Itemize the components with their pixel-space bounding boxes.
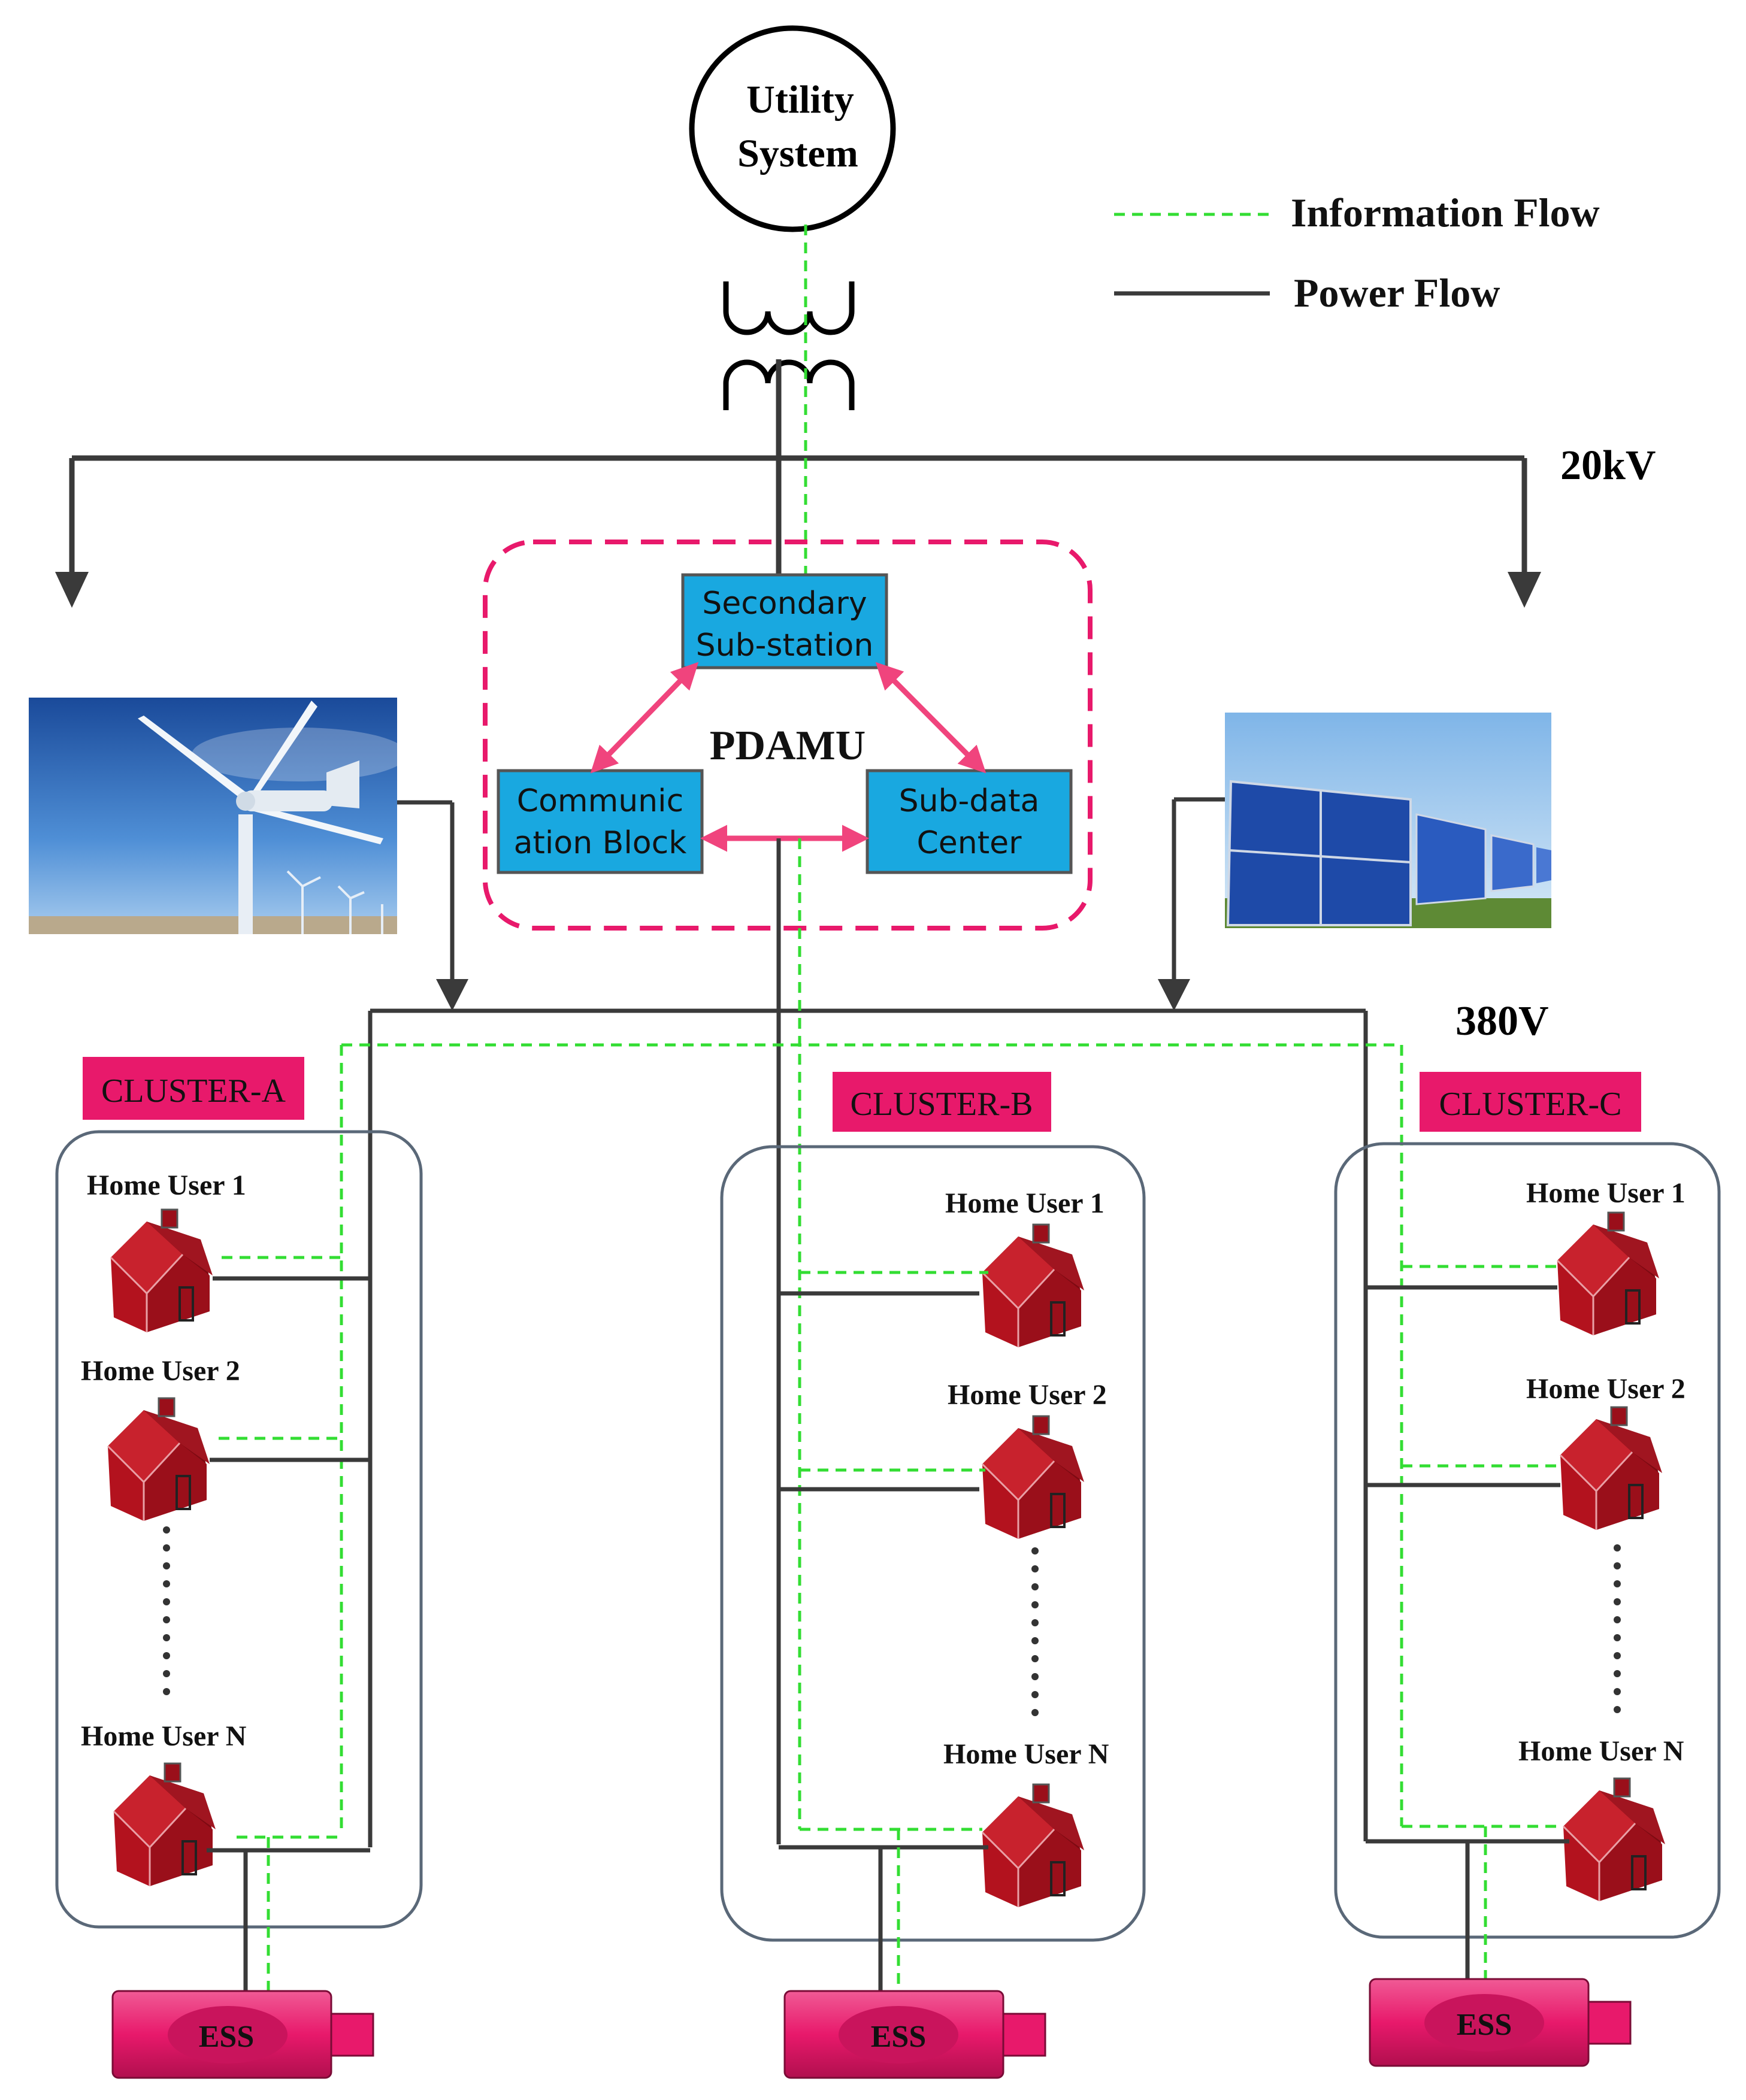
- cluster-c-ellipsis: [1614, 1544, 1621, 1713]
- cluster-c-frame: [1334, 1142, 1721, 1939]
- cluster-b-ess-label: ESS: [871, 2020, 927, 2054]
- subdata-label-2: Center: [916, 825, 1022, 861]
- cluster-c-house-2: [1559, 1406, 1663, 1531]
- cluster-a-house-2: [107, 1397, 211, 1522]
- arrow-solar: [1158, 979, 1190, 1011]
- hv-bus: [69, 359, 1527, 575]
- cluster-a-ess: ESS: [111, 1990, 374, 2079]
- wind-turbine-picture: [29, 698, 407, 934]
- utility-label-1: Utility: [746, 78, 854, 122]
- arrow-wind: [436, 979, 468, 1011]
- comm-label-1: Communic: [517, 783, 683, 819]
- legend: Information Flow Power Flow: [1114, 190, 1600, 316]
- cluster-c-ess: ESS: [1369, 1978, 1632, 2067]
- transformer-icon: [723, 281, 855, 410]
- arrow-left-hv: [55, 572, 89, 608]
- utility-circle: [689, 25, 896, 232]
- cluster-c-label: CLUSTER-C: [1439, 1086, 1622, 1123]
- cluster-b-user-n-label: Home User N: [943, 1738, 1109, 1770]
- cluster-b-house-1: [981, 1223, 1085, 1349]
- cluster-c: CLUSTER-C Home User 1 Home User 2 Home U…: [1334, 1072, 1721, 2067]
- solar-panel-picture: [1225, 713, 1551, 928]
- cluster-a-house-n: [113, 1762, 217, 1887]
- cluster-a-user-1-label: Home User 1: [87, 1169, 246, 1201]
- voltage-380v: 380V: [1455, 998, 1549, 1044]
- secondary-label-1: Secondary: [702, 586, 867, 622]
- cluster-a-frame: [55, 1130, 423, 1929]
- pdamu-box: PDAMU Secondary Sub-station Communic ati…: [483, 540, 1093, 931]
- communication-block: [497, 769, 704, 874]
- cluster-c-tag: [1420, 1072, 1641, 1132]
- cluster-c-house-n: [1562, 1777, 1666, 1902]
- cluster-c-user-1-label: Home User 1: [1526, 1177, 1686, 1209]
- cluster-b: CLUSTER-B Home User 1 Home User 2 Home U…: [720, 1072, 1146, 2079]
- utility-system: Utility System: [689, 25, 896, 232]
- cluster-b-label: CLUSTER-B: [851, 1086, 1033, 1123]
- cluster-b-ess: ESS: [783, 1990, 1046, 2079]
- info-network: [340, 838, 1403, 1829]
- cluster-b-house-2: [981, 1415, 1085, 1540]
- cluster-a-tag: [83, 1057, 304, 1120]
- cluster-b-frame: [720, 1145, 1146, 1942]
- arrow-right-hv: [1508, 572, 1541, 608]
- cluster-a-label: CLUSTER-A: [101, 1072, 286, 1110]
- utility-label-2: System: [737, 132, 858, 175]
- cluster-a-house-1: [110, 1208, 214, 1334]
- legend-info-label: Information Flow: [1291, 190, 1600, 235]
- secondary-substation-block: [681, 573, 888, 669]
- cluster-b-user-2-label: Home User 2: [948, 1379, 1107, 1411]
- legend-power-label: Power Flow: [1294, 270, 1500, 316]
- cluster-c-house-1: [1556, 1211, 1660, 1337]
- cluster-c-ess-label: ESS: [1457, 2008, 1512, 2042]
- subdata-label-1: Sub-data: [899, 783, 1040, 819]
- cluster-b-user-1-label: Home User 1: [945, 1187, 1105, 1219]
- cluster-b-ellipsis: [1031, 1547, 1039, 1716]
- arrow-secondary-comm: [590, 662, 699, 774]
- cluster-a-user-n-label: Home User N: [81, 1720, 247, 1752]
- cluster-a: CLUSTER-A Home User 1 Home User 2 Home U…: [55, 1057, 423, 2079]
- pdamu-label: PDAMU: [710, 723, 866, 769]
- cluster-a-ess-label: ESS: [199, 2020, 255, 2054]
- cluster-a-ellipsis: [163, 1526, 170, 1695]
- comm-label-2: ation Block: [514, 825, 687, 861]
- cluster-b-tag: [833, 1072, 1051, 1132]
- cluster-b-house-n: [981, 1783, 1085, 1908]
- cluster-c-user-n-label: Home User N: [1518, 1735, 1684, 1767]
- arrow-secondary-subdata: [875, 662, 987, 774]
- cluster-c-user-2-label: Home User 2: [1526, 1373, 1686, 1405]
- cluster-a-user-2-label: Home User 2: [81, 1355, 240, 1387]
- lv-bus: [368, 797, 1368, 1847]
- secondary-label-2: Sub-station: [696, 628, 874, 663]
- voltage-20kv: 20kV: [1560, 443, 1656, 489]
